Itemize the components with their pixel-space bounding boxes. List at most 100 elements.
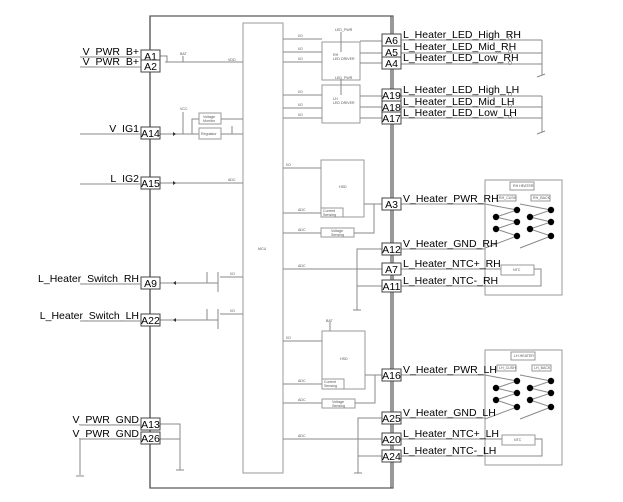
signal-label: L_Heater_NTC-_LH: [403, 445, 496, 457]
pin-a6: A6: [381, 33, 402, 47]
heater-node: [547, 206, 555, 214]
led-pwr-label: LED_PWR: [335, 76, 353, 80]
pin-label: A20: [382, 434, 401, 446]
heater-node: [513, 206, 521, 214]
heater-node: [513, 389, 521, 397]
vcc-label: VCC: [180, 107, 188, 111]
lh-heating-elements: [484, 374, 555, 420]
adc-label: ADC: [298, 379, 306, 383]
pin-label: A7: [385, 264, 398, 276]
connector-pins: A1A2A14A15A9A22A13A26A6A5A4A19A18A17A3A1…: [140, 33, 402, 463]
heater-node: [513, 218, 521, 226]
current-sensing-label: Current: [323, 209, 335, 213]
ntc-label: NTC: [513, 268, 521, 272]
vdd-label-1: VDD: [228, 58, 236, 62]
heater-node: [547, 377, 555, 385]
signal-label: L_Heater_LED_Mid_RH: [403, 41, 516, 53]
pin-label: A3: [385, 199, 398, 211]
hsd-label: HSD: [340, 357, 348, 361]
signal-label: L_Heater_Switch_RH: [38, 273, 139, 285]
chassis-ground-icon: [536, 73, 546, 78]
lh-cushion-box: [496, 364, 517, 372]
lh-heater-title-box: [510, 351, 536, 361]
pin-a5: A5: [381, 45, 402, 59]
signal-label: V_Heater_GND_RH: [403, 238, 498, 250]
pin-label: A26: [141, 433, 160, 445]
pin-label: A15: [141, 178, 160, 190]
signal-label: V_PWR_GND: [72, 428, 139, 440]
pin-a26: A26: [140, 431, 161, 445]
heater-node: [513, 232, 521, 240]
vmon-label-1: Voltage: [203, 115, 215, 119]
ntc-rh-box: [500, 264, 535, 276]
adc-label: ADC: [298, 264, 306, 268]
signal-label: V_Heater_GND_LH: [403, 407, 496, 419]
signal-label: V_Heater_PWR_RH: [403, 193, 499, 205]
pin-label: A5: [385, 47, 398, 59]
pin-label: A6: [385, 35, 398, 47]
signal-label: L_Heater_LED_Low_RH: [403, 52, 519, 64]
pin-a3: A3: [381, 197, 402, 211]
adc-label: ADC: [298, 398, 306, 402]
adc-label: ADC: [228, 178, 236, 182]
pin-a7: A7: [381, 262, 402, 276]
rh-cushion-label: RH_CUSH: [499, 196, 517, 200]
rh-back-label: RH_BACK: [533, 196, 551, 200]
pin-a12: A12: [381, 242, 402, 256]
pin-a9: A9: [140, 276, 161, 290]
pin-a2: A2: [140, 59, 161, 73]
pin-a25: A25: [381, 411, 402, 425]
signal-label: L_Heater_Switch_LH: [40, 310, 139, 322]
pin-label: A12: [382, 244, 401, 256]
pin-label: A19: [382, 90, 401, 102]
voltage-sensing-label-2: Sensing: [331, 233, 344, 237]
pin-a17: A17: [381, 111, 402, 125]
pin-label: A4: [385, 58, 398, 70]
pin-a19: A19: [381, 88, 402, 102]
heater-node: [492, 396, 500, 404]
io-label: I/O: [298, 90, 303, 94]
pin-a14: A14: [140, 126, 161, 140]
heater-node: [526, 213, 534, 221]
led-icons: [507, 36, 512, 120]
pin-a11: A11: [381, 279, 402, 293]
heater-node: [513, 377, 521, 385]
voltage-sensing-label: Voltage: [331, 229, 343, 233]
signal-label: L_Heater_LED_High_LH: [403, 84, 519, 96]
pin-a16: A16: [381, 368, 402, 382]
voltage-sensing-label-2: Sensing: [332, 404, 345, 408]
rh-heater-title-box: [509, 181, 535, 191]
heater-node: [492, 225, 500, 233]
pin-label: A16: [382, 370, 401, 382]
diode-icon: [173, 181, 176, 185]
pin-a13: A13: [140, 417, 161, 431]
adc-label: ADC: [298, 434, 306, 438]
voltage-sensing-label: Voltage: [332, 400, 344, 404]
pin-a18: A18: [381, 100, 402, 114]
current-sensing-label-2: Sensing: [324, 384, 337, 388]
led-pwr-label: LED_PWR: [335, 28, 353, 32]
pin-a24: A24: [381, 449, 402, 463]
heater-node: [526, 384, 534, 392]
signal-label: L_Heater_LED_Low_LH: [403, 107, 517, 119]
pin-label: A2: [144, 61, 157, 73]
heater-node: [547, 218, 555, 226]
rh-led-driver-label: RH: [333, 53, 339, 57]
vmon-link: [191, 118, 199, 134]
pin-a15: A15: [140, 176, 161, 190]
heater-node: [547, 389, 555, 397]
chassis-ground-icon: [536, 130, 546, 135]
pin-a22: A22: [140, 313, 161, 327]
arrow-icon: [173, 281, 176, 285]
pin-a4: A4: [381, 56, 402, 70]
diode-icon: [173, 132, 176, 136]
signal-label: V_PWR_B+: [83, 56, 139, 68]
adc-label: ADC: [298, 228, 306, 232]
lh-heater-label: LH HEATER: [514, 354, 534, 358]
signal-label: L_Heater_LED_High_RH: [403, 29, 521, 41]
signal-label: L_IG2: [110, 173, 139, 185]
current-sensing-label: Current: [324, 380, 336, 384]
heater-node: [492, 384, 500, 392]
pin-label: A9: [144, 278, 157, 290]
